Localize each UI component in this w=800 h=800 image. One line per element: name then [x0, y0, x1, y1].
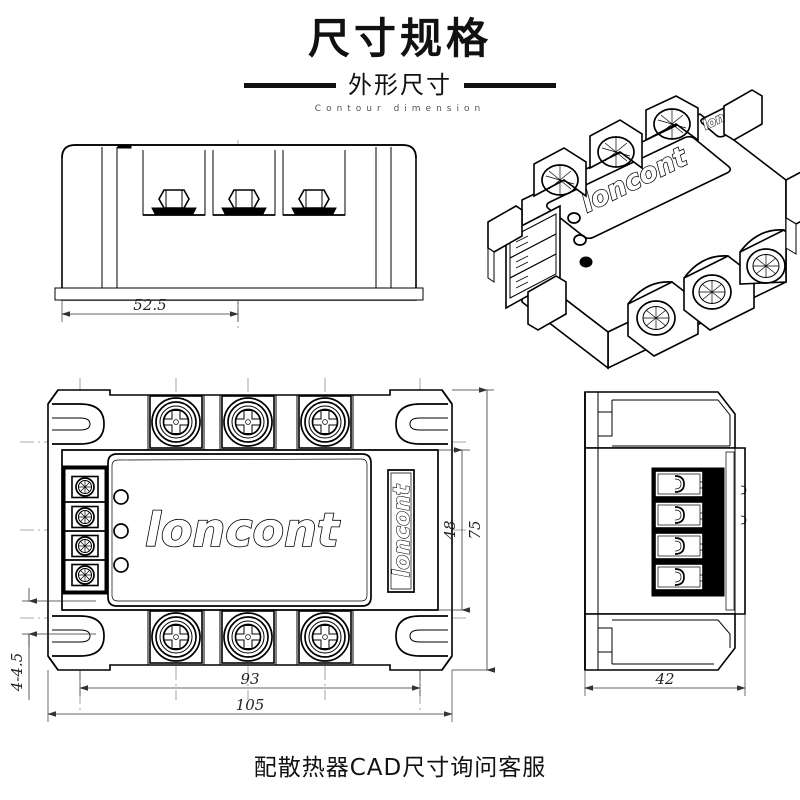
dim-93: 93 — [240, 670, 259, 688]
dim-52-5: 52.5 — [133, 296, 166, 314]
side-elevation-view: 42 — [584, 391, 747, 696]
dim-75: 75 — [466, 520, 484, 539]
page-subtitle-english: Contour dimension — [314, 104, 486, 114]
page-header: 尺寸规格 外形尺寸 Contour dimension — [0, 0, 800, 114]
page-subtitle: 外形尺寸 — [348, 71, 452, 99]
front-elevation-view: 52.5 — [54, 140, 424, 330]
dim-48: 48 — [441, 520, 459, 540]
rule-right — [464, 82, 556, 88]
plan-logo-right: loncont — [390, 483, 415, 577]
rule-left — [244, 82, 336, 88]
page-caption: 配散热器CAD尺寸询问客服 — [253, 755, 547, 781]
dim-42: 42 — [654, 670, 674, 688]
subtitle-row: 外形尺寸 — [0, 73, 800, 97]
dim-105: 105 — [236, 696, 265, 714]
isometric-3d-view: loncont loncont — [487, 89, 800, 370]
plan-top-view: loncont loncont — [8, 378, 495, 722]
page-title: 尺寸规格 — [307, 14, 492, 63]
plan-logo-center: loncont — [145, 503, 341, 557]
dim-4-4-5: 4-4.5 — [8, 653, 26, 692]
